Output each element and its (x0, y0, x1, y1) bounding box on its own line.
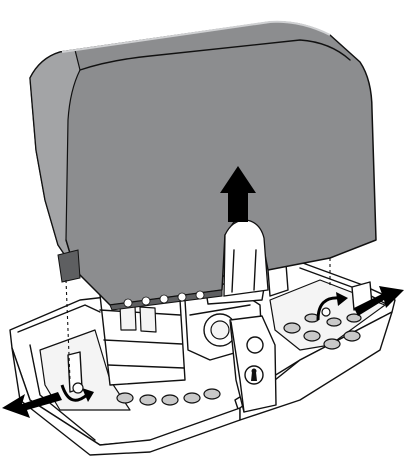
rotate-screw-left-icon (60, 382, 94, 402)
cover-shell (29, 20, 377, 311)
cable-glands-right (283, 313, 362, 350)
manual-release-lock (229, 315, 277, 413)
cover-vent-holes (123, 290, 205, 308)
rotate-screw-right-icon (316, 292, 348, 321)
right-push-arrow (354, 286, 404, 316)
left-push-arrow (2, 392, 62, 418)
alignment-line (65, 279, 71, 381)
cable-glands-front (116, 388, 221, 406)
lift-cover-arrow (220, 166, 256, 222)
